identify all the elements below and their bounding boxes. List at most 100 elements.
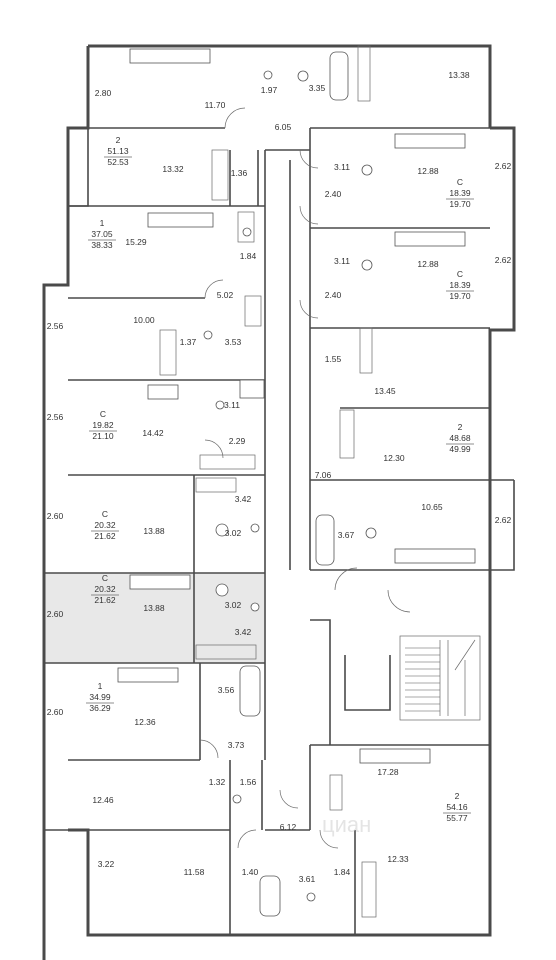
apartment-area2: 36.29 [89,703,111,713]
room-area-label: 12.30 [383,453,405,463]
room-area-label: 11.58 [184,867,205,877]
apartment-area1: 19.82 [92,420,114,430]
apartment-type: 2 [458,422,463,432]
room-area-label: 17.28 [377,767,399,777]
room-area-label: 3.42 [235,494,252,504]
room-area-label: 3.02 [225,600,242,610]
apartment-area1: 48.68 [449,433,471,443]
room-area-label: 2.62 [495,515,512,525]
room-area-label: 3.42 [235,627,252,637]
room-area-label: 3.35 [309,83,326,93]
room-area-label: 2.62 [495,161,512,171]
room-area-label: 2.40 [325,290,342,300]
apartment-area2: 19.70 [449,291,471,301]
apartment-area1: 20.32 [94,520,116,530]
apartment-area1: 37.05 [91,229,113,239]
room-area-label: 3.11 [334,256,350,266]
room-area-label: 1.56 [240,777,257,787]
apartment-type: 2 [116,135,121,145]
room-area-label: 3.56 [218,685,235,695]
room-area-label: 1.40 [242,867,259,877]
room-area-label: 2.80 [95,88,112,98]
apartment-area2: 55.77 [446,813,468,823]
room-area-label: 6.12 [280,822,297,832]
apartment-area2: 21.62 [94,531,116,541]
apartment-area2: 19.70 [449,199,471,209]
room-area-label: 13.38 [448,70,470,80]
room-area-label: 3.22 [98,859,115,869]
fixtures [117,48,476,917]
room-area-label: 2.40 [325,189,342,199]
apartment-type: 2 [455,791,460,801]
room-area-label: 3.67 [338,530,355,540]
apartment-area1: 18.39 [449,188,471,198]
apartment-type: 1 [98,681,103,691]
room-area-label: 3.11 [224,400,240,410]
room-area-label: 1.97 [261,85,278,95]
room-area-label: 2.60 [47,707,64,717]
apartment-area2: 49.99 [449,444,471,454]
apartment-type: C [457,269,463,279]
apartment-type: C [100,409,106,419]
room-area-label: 14.42 [142,428,164,438]
room-area-label: 2.60 [47,609,64,619]
room-area-label: 2.56 [47,321,64,331]
interior-walls [44,127,514,935]
room-area-label: 3.61 [299,874,316,884]
room-area-label: 10.00 [133,315,155,325]
room-area-label: 2.62 [495,255,512,265]
exterior-walls [42,44,516,960]
apartment-area2: 38.33 [91,240,113,250]
apartment-area1: 20.32 [94,584,116,594]
room-area-label: 10.65 [421,502,443,512]
room-area-label: 13.88 [143,526,165,536]
room-area-label: 3.73 [228,740,245,750]
room-area-label: 5.02 [217,290,234,300]
apartment-area2: 21.62 [94,595,116,605]
watermark: циан [322,812,371,837]
staircase [399,635,481,721]
room-area-label: 1.32 [209,777,226,787]
room-area-label: 1.36 [231,168,248,178]
room-area-label: 12.88 [417,166,439,176]
room-area-label: 11.70 [205,100,226,110]
room-area-label: 3.11 [334,162,350,172]
room-area-label: 1.84 [334,867,351,877]
room-area-label: 15.29 [125,237,147,247]
room-area-label: 12.33 [387,854,409,864]
apartment-type: C [102,573,108,583]
room-area-label: 12.46 [92,795,114,805]
wardrobes [159,45,377,918]
room-area-label: 6.05 [275,122,292,132]
room-area-label: 3.53 [225,337,242,347]
room-area-label: 1.37 [180,337,197,347]
room-area-label: 2.29 [229,436,246,446]
room-area-label: 1.55 [325,354,342,364]
doors [199,107,411,849]
room-area-label: 2.60 [47,511,64,521]
apartment-area1: 51.13 [107,146,129,156]
room-area-label: 12.88 [417,259,439,269]
room-area-label: 13.88 [143,603,165,613]
apartment-area1: 18.39 [449,280,471,290]
apartment-type: C [102,509,108,519]
apartment-type: C [457,177,463,187]
room-area-label: 7.06 [315,470,332,480]
room-area-label: 2.56 [47,412,64,422]
apartment-type: 1 [100,218,105,228]
apartment-area2: 52.53 [107,157,129,167]
room-area-label: 13.45 [374,386,396,396]
apartment-area2: 21.10 [92,431,114,441]
